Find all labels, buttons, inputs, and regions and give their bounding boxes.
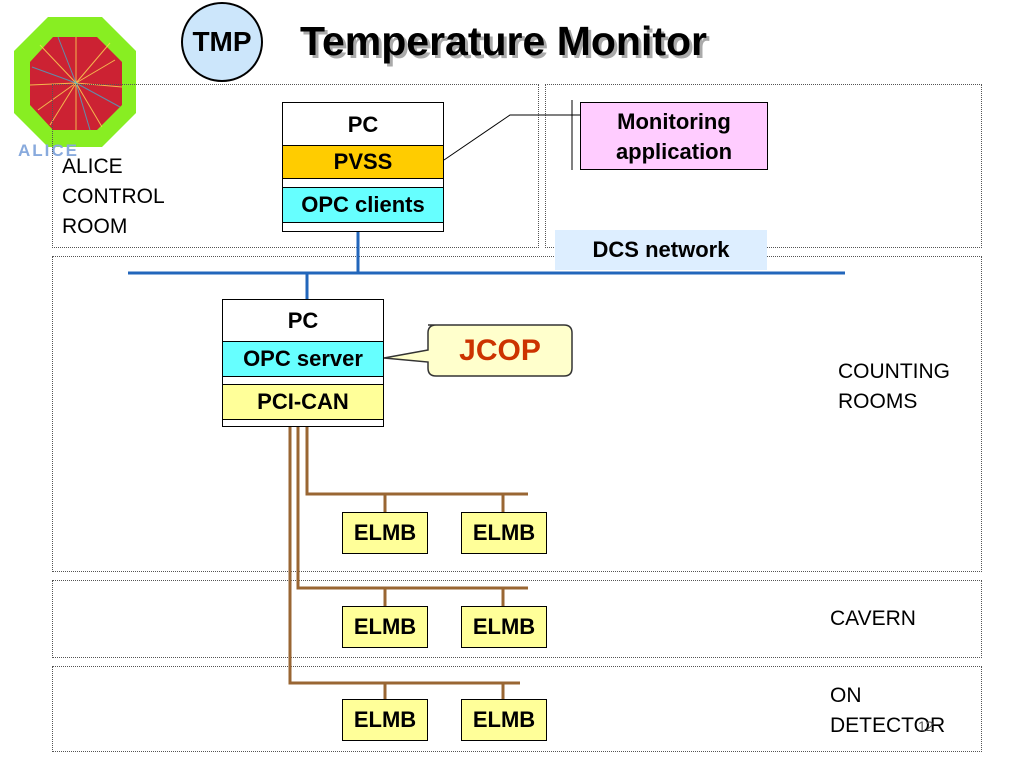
on-detector-zone <box>52 666 982 752</box>
server-pc-header: PC <box>287 308 319 333</box>
elmb-detector-2: ELMB <box>461 699 547 741</box>
monitoring-link <box>443 114 580 161</box>
pvss-block: PVSS <box>283 145 443 179</box>
elmb-cavern-2: ELMB <box>461 606 547 648</box>
opc-server-block: OPC server <box>223 341 383 377</box>
cavern-zone <box>52 580 982 658</box>
counting-rooms-label: COUNTING ROOMS <box>838 360 950 413</box>
can-bus-detector <box>288 427 520 685</box>
counting-rooms-zone <box>52 256 982 572</box>
monitoring-application-box: Monitoring application <box>580 102 768 170</box>
tmp-badge: TMP <box>181 2 263 82</box>
server-pc-stack: PC OPC server PCI-CAN <box>222 299 384 427</box>
jcop-label: JCOP <box>459 334 541 367</box>
elmb-detector-1: ELMB <box>342 699 428 741</box>
slide-title: Temperature Monitor <box>300 18 707 64</box>
pci-can-block: PCI-CAN <box>223 384 383 420</box>
alice-logo: ALICE <box>10 15 140 160</box>
can-bus-cavern <box>296 427 528 590</box>
top-pc-stack: PC PVSS OPC clients <box>282 102 444 232</box>
can-bus-counting <box>305 427 528 496</box>
dcs-network-label: DCS network <box>555 230 767 270</box>
control-room-label: ALICE CONTROL ROOM <box>62 155 165 238</box>
control-room-zone <box>52 84 539 248</box>
on-detector-label: ON DETECTOR <box>830 684 946 737</box>
elmb-cavern-1: ELMB <box>342 606 428 648</box>
cavern-label: CAVERN <box>830 607 916 630</box>
elmb-counting-2: ELMB <box>461 512 547 554</box>
alice-logo-text: ALICE <box>18 141 79 160</box>
elmb-counting-1: ELMB <box>342 512 428 554</box>
top-pc-header: PC <box>347 112 379 137</box>
jcop-callout <box>383 324 573 377</box>
page-number: 12 <box>918 718 934 734</box>
opc-clients-block: OPC clients <box>283 187 443 223</box>
